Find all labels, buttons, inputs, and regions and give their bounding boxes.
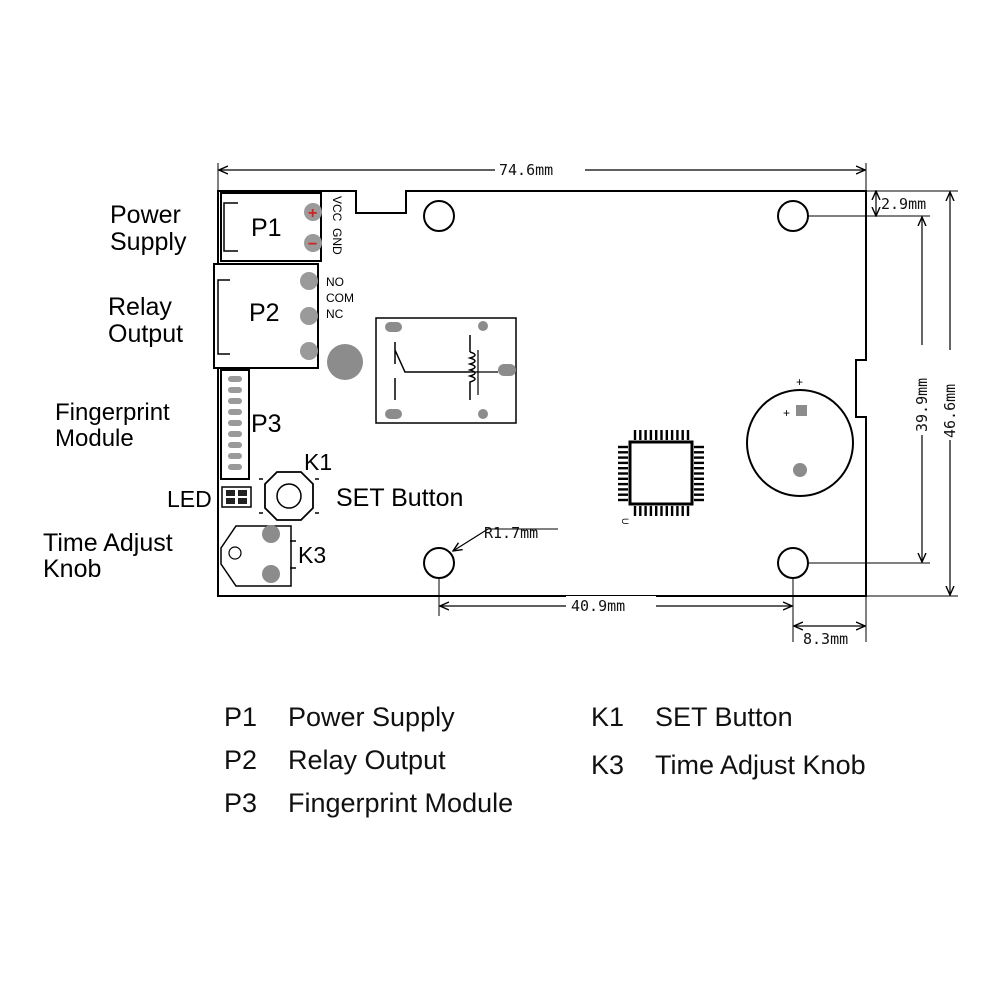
vcc-label: VCC	[330, 196, 344, 222]
p3-label: P3	[251, 410, 282, 438]
k3-label: K3	[298, 542, 326, 568]
k3-time-knob	[220, 525, 296, 587]
dim-top-offset-text: 2.9mm	[881, 195, 926, 213]
callout-led: LED	[167, 486, 212, 512]
legend-row-p1: P1 Power Supply	[224, 702, 455, 733]
nc-label: NC	[326, 307, 344, 321]
callout-set-button: SET Button	[336, 484, 463, 512]
dim-radius-text: R1.7mm	[484, 524, 538, 542]
mount-hole-bottom-right	[777, 547, 809, 579]
p3-pin	[228, 376, 242, 382]
gnd-minus-mark: −	[308, 236, 317, 253]
legend-code: P1	[224, 702, 258, 732]
p3-pin	[228, 464, 242, 470]
p1-connector	[220, 192, 322, 262]
callout-power-supply-2: Supply	[110, 228, 187, 256]
p3-connector	[220, 369, 250, 480]
dim-hole-v-text: 39.9mm	[913, 378, 931, 432]
p2-label: P2	[249, 299, 280, 327]
vcc-plus-mark: +	[308, 205, 317, 222]
dim-right-offset-text: 8.3mm	[803, 630, 848, 648]
legend-row-k1: K1 SET Button	[591, 702, 793, 733]
mcu-chip	[618, 430, 704, 516]
com-label: COM	[326, 291, 354, 305]
legend-name: Time Adjust Knob	[655, 750, 866, 780]
legend-name: Relay Output	[288, 745, 446, 775]
battery-plus-side: +	[783, 406, 790, 420]
p3-pin	[228, 409, 242, 415]
callout-time-adjust-1: Time Adjust	[43, 529, 173, 557]
callout-relay-output-1: Relay	[108, 293, 172, 321]
k1-label: K1	[304, 449, 332, 475]
legend-code: K3	[591, 750, 625, 780]
legend-code: K1	[591, 702, 625, 732]
mount-hole-top-left	[423, 200, 455, 232]
led-indicator	[221, 486, 252, 508]
legend-row-p2: P2 Relay Output	[224, 745, 446, 776]
k1-set-button	[259, 471, 319, 521]
legend-code: P3	[224, 788, 258, 818]
callout-fingerprint-1: Fingerprint	[55, 399, 170, 426]
callout-power-supply-1: Power	[110, 201, 181, 229]
p1-label: P1	[251, 214, 282, 242]
battery-plus-top: +	[796, 375, 803, 389]
mount-hole-bottom-left	[423, 547, 455, 579]
callout-time-adjust-2: Knob	[43, 555, 101, 583]
legend-row-p3: P3 Fingerprint Module	[224, 788, 513, 819]
p2-connector	[213, 263, 363, 380]
p3-pin	[228, 387, 242, 393]
callout-relay-output-2: Output	[108, 320, 183, 348]
dim-height-text: 46.6mm	[941, 384, 959, 438]
p3-pin	[228, 453, 242, 459]
mount-hole-top-right	[777, 200, 809, 232]
relay	[375, 317, 517, 424]
p3-pin	[228, 420, 242, 426]
dim-radius-leader	[453, 528, 489, 551]
legend-code: P2	[224, 745, 258, 775]
legend-row-k3: K3 Time Adjust Knob	[591, 750, 866, 781]
chip-mark: U	[620, 518, 630, 525]
coin-battery	[746, 389, 854, 497]
p3-pin	[228, 442, 242, 448]
p3-pin	[228, 431, 242, 437]
dim-width-text: 74.6mm	[499, 161, 553, 179]
legend-name: SET Button	[655, 702, 793, 732]
gnd-label: GND	[330, 228, 344, 255]
callout-fingerprint-2: Module	[55, 425, 134, 452]
dim-hole-h-text: 40.9mm	[571, 597, 625, 615]
legend-name: Fingerprint Module	[288, 788, 514, 818]
legend-name: Power Supply	[288, 702, 455, 732]
no-label: NO	[326, 275, 344, 289]
p3-pin	[228, 398, 242, 404]
